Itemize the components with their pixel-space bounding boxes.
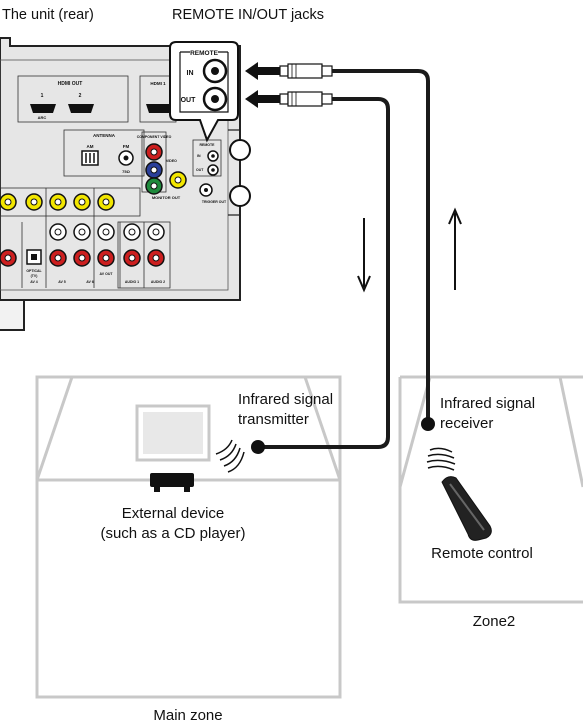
remote-jacks-callout: REMOTE IN OUT [169, 41, 239, 143]
callout-in-label: IN [187, 70, 194, 77]
remote-control-icon [441, 476, 492, 541]
external-device-label-line2: (such as a CD player) [100, 525, 245, 542]
receiver-dot [421, 417, 435, 431]
ir-receiver-label-line1: Infrared signal [440, 395, 535, 412]
remote-in-jack [202, 58, 228, 84]
hdmi-1-label: 1 [41, 93, 44, 99]
hdmi-port [146, 104, 172, 113]
component-video-label: COMPONENT VIDEO [137, 135, 172, 139]
arrow-up-icon [448, 207, 462, 290]
cd-player-icon [150, 473, 194, 492]
zone2-area [398, 375, 583, 604]
hdmi-2-label: 2 [79, 93, 82, 99]
zone2-label: Zone2 [473, 613, 516, 630]
cable-plug-out [279, 91, 333, 107]
remote-jacks-label: REMOTE IN/OUT jacks [172, 7, 324, 23]
external-device-label-line1: External device [122, 505, 225, 522]
receiver-cable [332, 69, 430, 424]
cable-plug-in [279, 63, 333, 79]
arrow-left-icon [245, 62, 280, 80]
audio1-label: AUDIO 1 [125, 280, 139, 284]
antenna-label: ANTENNA [93, 133, 116, 138]
hdmi-port [30, 104, 56, 113]
av-out-label: AV OUT [100, 272, 114, 276]
ohm-label: 75Ω [122, 169, 130, 174]
hdmi-port [68, 104, 94, 113]
av4-label: AV 4 [30, 280, 38, 284]
optical-tv-label: (TV) [31, 274, 38, 278]
transmitter-dot [251, 440, 265, 454]
audio2-label: AUDIO 2 [151, 280, 165, 284]
fm-label: FM [123, 144, 130, 149]
arrow-left-icon [245, 90, 280, 108]
panel-in-label: IN [197, 154, 201, 158]
audio-video-jack-grid: OPTICAL (TV) AV 4 AV 5 AV 6 AV OUT AUDIO… [0, 187, 171, 289]
component-jack-red [145, 143, 163, 161]
av5-label: AV 5 [58, 280, 66, 284]
callout-out-label: OUT [181, 97, 197, 104]
panel-out-label: OUT [196, 168, 204, 172]
video-jack-yellow [169, 171, 187, 189]
ir-receiver-label-line2: receiver [440, 415, 493, 432]
video-label: VIDEO [166, 159, 177, 163]
am-label: AM [87, 144, 94, 149]
panel-remote-label: REMOTE [200, 143, 216, 147]
optical-label: OPTICAL [26, 269, 42, 273]
callout-remote-label: REMOTE [190, 50, 218, 57]
monitor-out-label: MONITOR OUT [152, 195, 181, 200]
arrow-down-icon [357, 218, 371, 293]
ir-waves-icon [426, 447, 456, 471]
hdmi-in-label: HDMI 1 [150, 81, 166, 86]
main-zone-label: Main zone [153, 707, 222, 722]
av6-label: AV 6 [86, 280, 94, 284]
ir-transmitter-label-line2: transmitter [238, 411, 309, 428]
unit-rear-label: The unit (rear) [2, 7, 94, 23]
hdmi-out-label: HDMI OUT [58, 81, 83, 87]
component-jack-blue [145, 161, 163, 179]
component-jack-green [145, 177, 163, 195]
trigger-out-label: TRIGGER OUT [202, 200, 227, 204]
remote-out-jack [202, 86, 228, 112]
hdmi-arc-label: ARC [38, 115, 47, 120]
ir-transmitter-label-line1: Infrared signal [238, 391, 333, 408]
remote-control-label: Remote control [431, 545, 533, 562]
tv-icon [135, 404, 211, 462]
transmitter-cable [258, 97, 390, 449]
ir-waves-icon [215, 439, 245, 473]
